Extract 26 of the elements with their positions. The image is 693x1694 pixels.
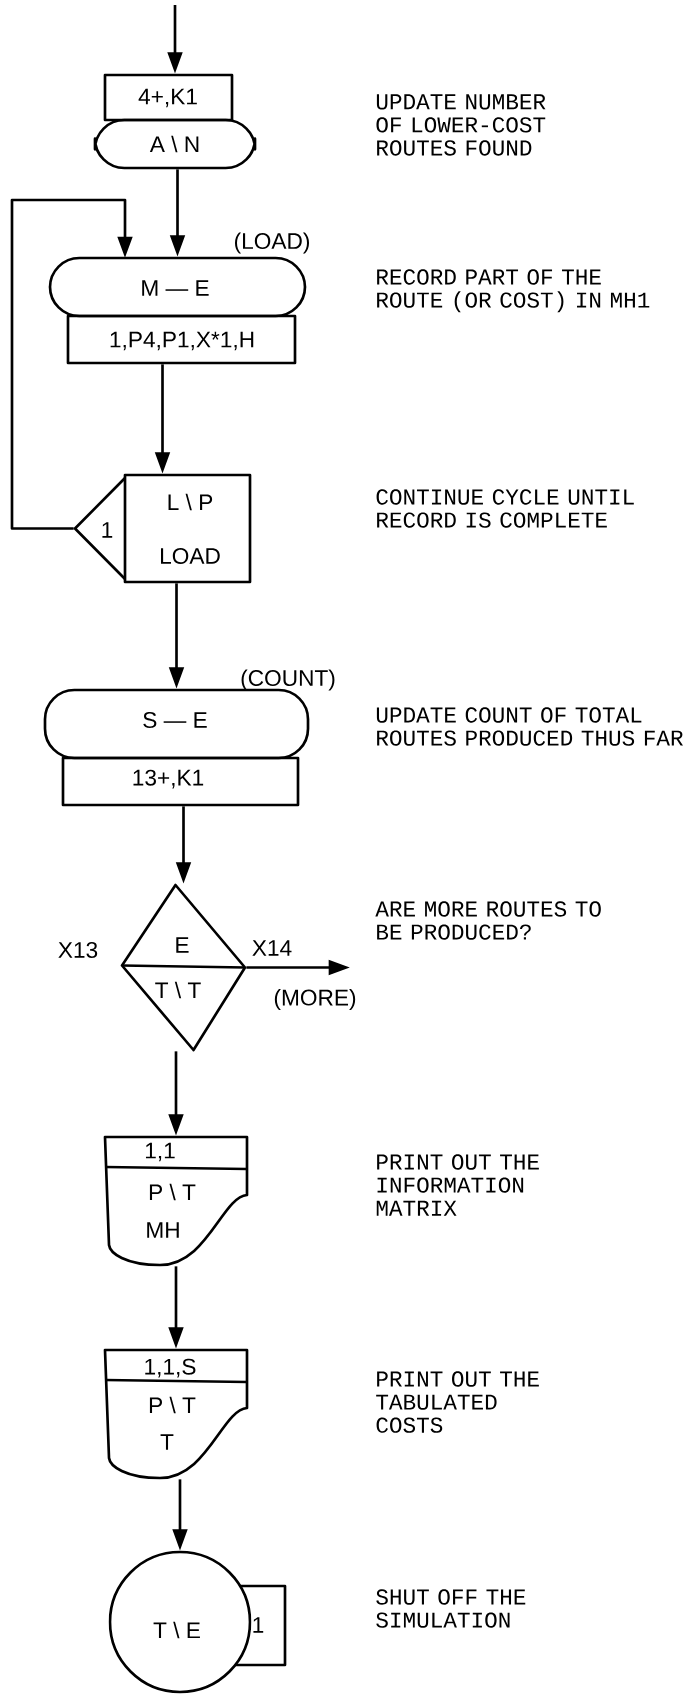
comment-text: PRINT OUT THE INFORMATION MATRIX [376,1154,539,1216]
node-label: 1 [102,522,113,538]
comment-text: PRINT OUT THE TABULATED COSTS [376,1371,539,1433]
comment-text: CONTINUE CYCLE UNTIL RECORD IS COMPLETE [376,489,634,528]
print-block: 1,1 P \ T MH [103,1135,249,1267]
comment-text: ARE MORE ROUTES TO BE PRODUCED? [375,901,601,940]
assign-block: 4+,K1 A \ N [93,73,257,170]
node-label: T \ E [153,1621,200,1639]
node-label: 1,P4,P1,X*1,H [110,331,254,351]
node-label: (COUNT) [241,669,335,691]
node-label: 1 [253,1617,264,1633]
exit-label: X13 [58,942,98,959]
comment-text: UPDATE NUMBER OF LOWER-COST ROUTES FOUND [376,94,546,156]
comment-text: UPDATE COUNT OF TOTAL ROUTES PRODUCED THUS FAR [376,707,683,746]
node-label: (LOAD) [234,232,310,254]
comment-text: RECORD PART OF THE ROUTE (OR COST) IN MH1 [377,269,650,313]
print-block: 1,1,S P \ T T [103,1348,249,1480]
node-label: 13+,K1 [133,769,204,789]
loop-block: L \ P LOAD 1 [73,473,252,584]
exit-label: X14 [252,940,292,956]
edge-label: (MORE) [272,987,358,1012]
load-block: (LOAD) M — E 1,P4,P1,X*1,H [48,232,309,365]
node-label: 4+,K1 [138,88,197,108]
comment-text: SHUT OFF THE SIMULATION [376,1589,526,1628]
arrow [10,198,133,530]
count-block: (COUNT) S — E 13+,K1 [43,669,335,807]
